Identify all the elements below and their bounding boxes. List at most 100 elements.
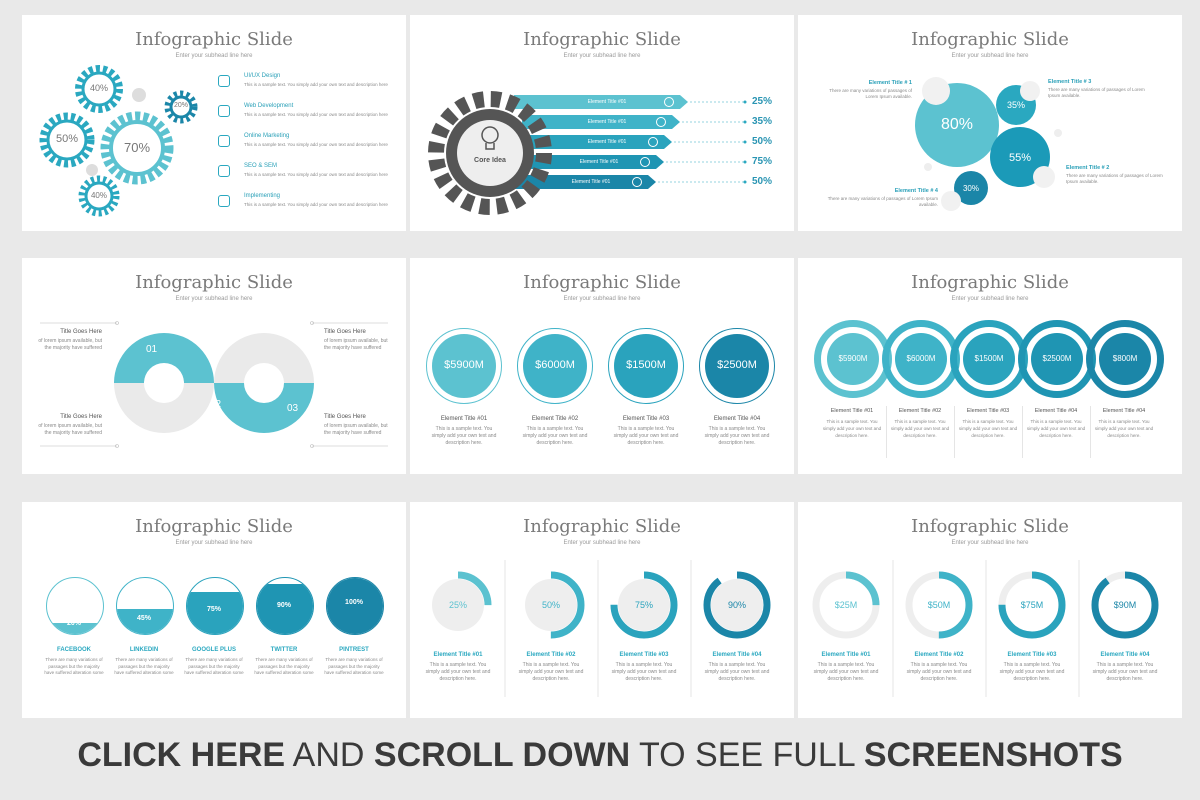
cta-part: SCROLL DOWN	[373, 736, 631, 774]
item-desc: This is a sample text. You simply add yo…	[704, 662, 770, 682]
ring-progress	[905, 571, 973, 639]
slide-title: Infographic Slide	[523, 29, 681, 50]
divider	[1022, 406, 1023, 458]
item-desc: This is a sample text. You simply add yo…	[244, 142, 388, 147]
circle-outline	[517, 328, 593, 404]
fill-level	[327, 578, 383, 634]
slide-bubbles[interactable]: Infographic Slide Enter your subhead lin…	[798, 15, 1182, 231]
circle-fill	[614, 334, 678, 398]
slide-social-fill[interactable]: Infographic Slide Enter your subhead lin…	[22, 502, 406, 718]
slide-title: Infographic Slide	[135, 29, 293, 50]
slide-money-circles[interactable]: Infographic Slide Enter your subhead lin…	[410, 258, 794, 474]
cta-part: TO SEE FULL	[630, 736, 864, 774]
circle-value: $5900M	[444, 359, 484, 371]
item-desc: of lorem ipsum available, but the majori…	[38, 423, 102, 436]
slide-title: Infographic Slide	[911, 29, 1069, 50]
item-desc: This is a sample text. You simply add yo…	[704, 426, 770, 446]
ring-progress	[517, 571, 585, 639]
arrow-label: Element Title #01	[587, 99, 627, 105]
item-desc: This is a sample text. You simply add yo…	[431, 426, 497, 446]
ring-inner-value: $800M	[1112, 354, 1138, 363]
ring-value: $90M	[1113, 600, 1137, 610]
item-title: Element Title # 4	[894, 188, 938, 194]
item-title: Element Title #04	[713, 416, 761, 422]
ring-inner-value: $1500M	[974, 354, 1004, 363]
gear-label: 40%	[89, 83, 108, 93]
arrow-bar	[522, 115, 680, 129]
item-desc: This is a sample text. You simply add yo…	[244, 112, 388, 117]
item-desc: This is a sample text. You simply add yo…	[1094, 419, 1154, 438]
slide-progress-rings[interactable]: Infographic Slide Enter your subhead lin…	[410, 502, 794, 718]
slide-subtitle: Enter your subhead line here	[563, 53, 641, 59]
item-desc: This is a sample text. You simply add yo…	[244, 172, 388, 177]
fill-circle	[116, 577, 174, 635]
item-desc: of lorem ipsum available, but the majori…	[324, 423, 388, 436]
slide-subtitle: Enter your subhead line here	[951, 540, 1029, 546]
arrow-bar	[530, 135, 672, 149]
slide-money-rings[interactable]: Infographic Slide Enter your subhead lin…	[798, 502, 1182, 718]
ring-inner	[1031, 333, 1083, 385]
fill-value: 100%	[345, 599, 363, 606]
fill-circle	[46, 577, 104, 635]
arrow-bar	[514, 95, 688, 109]
star-icon	[656, 117, 666, 127]
gear-label: 50%	[55, 133, 79, 145]
item-desc: This is a sample text. You simply add yo…	[890, 419, 950, 438]
slide-subtitle: Enter your subhead line here	[951, 296, 1029, 302]
item-desc: There are many variations of passages of…	[1048, 87, 1145, 98]
ring-inner-value: $5900M	[838, 354, 868, 363]
slide-subtitle: Enter your subhead line here	[175, 296, 253, 302]
arrow-label: Element Title #01	[571, 179, 611, 185]
slide-subtitle: Enter your subhead line here	[175, 53, 253, 59]
slide-subtitle: Enter your subhead line here	[175, 540, 253, 546]
core-gear-art	[428, 91, 747, 215]
arrow-label: Element Title #01	[587, 119, 627, 125]
fill-value: 75%	[206, 606, 221, 613]
fill-level	[187, 592, 243, 634]
item-title: Title Goes Here	[60, 414, 102, 420]
item-desc: of lorem ipsum available, but the majori…	[324, 338, 388, 351]
ring-bg	[432, 579, 484, 631]
gear-label: 40%	[90, 191, 107, 200]
item-title: Element Title #03	[619, 652, 669, 658]
fill-level	[47, 623, 103, 634]
row-value: 35%	[752, 116, 773, 127]
infinity-art	[40, 321, 388, 448]
fill-level	[257, 584, 313, 634]
item-title: Online Marketing	[244, 133, 290, 139]
slide-subtitle: Enter your subhead line here	[951, 53, 1029, 59]
slide-infinity[interactable]: Infographic Slide Enter your subhead lin…	[22, 258, 406, 474]
divider	[1090, 406, 1091, 458]
cta-part: SCREENSHOTS	[863, 736, 1123, 774]
item-title: GOOGLE PLUS	[191, 647, 236, 653]
chat-icon	[648, 137, 658, 147]
item-desc: There are many variations of passages of…	[1066, 173, 1163, 184]
ring-progress	[1091, 571, 1159, 639]
ring-inner	[827, 333, 879, 385]
slide-ring-chain[interactable]: Infographic Slide Enter your subhead lin…	[798, 258, 1182, 474]
paper-plane-icon	[218, 195, 230, 207]
ring-bg	[525, 579, 577, 631]
ring-value: $25M	[834, 600, 858, 610]
fill-level	[117, 609, 173, 634]
fill-circle	[256, 577, 314, 635]
circle-value: $6000M	[535, 359, 575, 371]
slide-gears[interactable]: Infographic Slide Enter your subhead lin…	[22, 15, 406, 231]
leader-dot	[743, 140, 747, 144]
leader-dot	[743, 180, 747, 184]
item-title: LINKEDIN	[129, 647, 159, 653]
item-title: Web Development	[244, 103, 294, 109]
ring-progress	[812, 571, 880, 639]
item-desc: This is a sample text. You simply add yo…	[425, 662, 491, 682]
pencil-icon	[640, 157, 650, 167]
item-title: Element Title # 2	[1066, 165, 1110, 171]
item-desc: This is a sample text. You simply add yo…	[244, 82, 388, 87]
slide-core-idea[interactable]: Infographic Slide Enter your subhead lin…	[410, 15, 794, 231]
gears-art	[39, 65, 198, 217]
fill-value: 45%	[136, 614, 151, 622]
bubble-label: 30%	[962, 184, 979, 193]
circle-value: $1500M	[626, 359, 666, 371]
cta-banner[interactable]: CLICK HERE AND SCROLL DOWN TO SEE FULL S…	[0, 736, 1200, 786]
item-title: Element Title #02	[914, 652, 964, 658]
ring-progress	[998, 571, 1066, 639]
